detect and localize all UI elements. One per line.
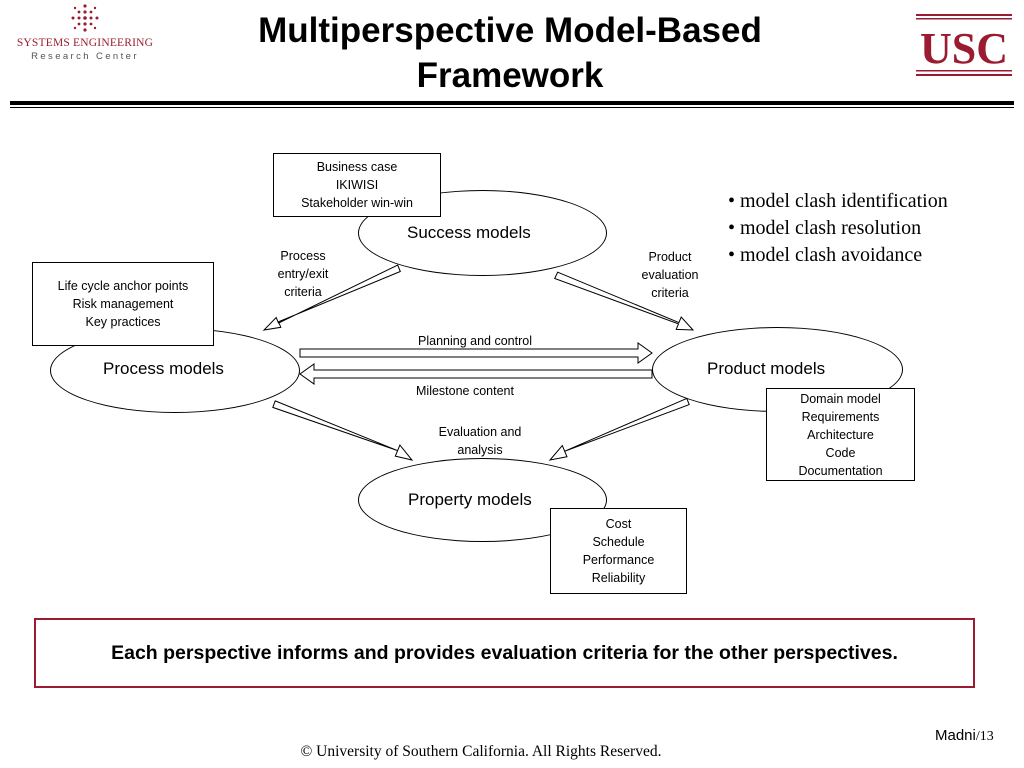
- product-models-label: Product models: [707, 359, 826, 378]
- sere-logo: SYSTEMS ENGINEERING Research Center: [4, 2, 166, 64]
- slide-title: Multiperspective Model-Based Framework: [180, 8, 840, 98]
- product-criteria-line: evaluation: [641, 268, 699, 282]
- product-criteria-line: Product: [648, 250, 692, 264]
- model-clash-item: • model clash resolution: [728, 217, 922, 239]
- success-attribute: IKIWISI: [335, 178, 379, 192]
- process-attribute: Risk management: [72, 297, 174, 311]
- evaluation-analysis-label: Evaluation and analysis: [420, 423, 540, 459]
- process-criteria-line: entry/exit: [277, 267, 329, 281]
- planning-and-control-label: Planning and control: [418, 334, 532, 348]
- product-attribute: Documentation: [798, 463, 883, 478]
- milestone-arrow: [299, 363, 653, 385]
- product-attribute: Domain model: [800, 391, 881, 406]
- property-attribute: Cost: [605, 517, 632, 531]
- model-clash-item: • model clash avoidance: [728, 244, 923, 266]
- property-attribute: Reliability: [591, 571, 646, 585]
- usc-logo: USC: [914, 12, 1014, 80]
- process-criteria-line: criteria: [284, 285, 322, 299]
- product-attributes-box: Domain model Requirements Architecture C…: [766, 388, 915, 481]
- usc-logo-stripes-icon: [916, 14, 1012, 76]
- success-to-product-arrow: [554, 271, 695, 331]
- success-to-process-arrow: [262, 264, 401, 331]
- product-to-property-arrow: [548, 397, 690, 461]
- product-attribute: Requirements: [801, 409, 880, 424]
- product-attribute: Architecture: [807, 427, 874, 442]
- property-models-label: Property models: [408, 490, 532, 509]
- planning-arrow: [299, 342, 653, 364]
- model-clash-list: • model clash identification • model cla…: [728, 188, 948, 269]
- process-attribute: Life cycle anchor points: [57, 279, 189, 293]
- success-attributes-box: Business case IKIWISI Stakeholder win-wi…: [273, 153, 441, 217]
- sere-logo-line2: Research Center: [31, 51, 139, 62]
- summary-callout-text: Each perspective informs and provides ev…: [111, 641, 898, 664]
- footer-copyright: © University of Southern California. All…: [300, 743, 662, 760]
- header-rule-thick: [10, 101, 1014, 105]
- product-attribute: Code: [825, 445, 856, 460]
- property-attribute: Performance: [582, 553, 655, 567]
- property-attribute: Schedule: [592, 535, 645, 549]
- sere-logo-line1: SYSTEMS ENGINEERING: [16, 37, 154, 49]
- process-criteria-label: Process entry/exit criteria: [270, 247, 336, 301]
- process-to-property-arrow: [272, 400, 414, 461]
- usc-logo-text: USC: [920, 24, 1008, 73]
- evaluation-analysis-line: Evaluation and: [438, 425, 522, 439]
- success-attribute: Stakeholder win-win: [301, 196, 413, 210]
- process-criteria-line: Process: [280, 249, 326, 263]
- milestone-content-label: Milestone content: [416, 384, 514, 398]
- product-criteria-line: criteria: [651, 286, 689, 300]
- property-attributes-box: Cost Schedule Performance Reliability: [550, 508, 687, 594]
- slide-title-line2: Framework: [416, 56, 604, 95]
- success-attribute: Business case: [316, 160, 398, 174]
- footer-author: Madni/13: [935, 727, 994, 745]
- sere-logo-mark-icon: [71, 4, 99, 32]
- header-rule-thin: [10, 107, 1014, 108]
- success-models-label: Success models: [407, 223, 531, 242]
- footer-author-name: Madni: [935, 727, 976, 744]
- evaluation-analysis-line: analysis: [457, 443, 503, 457]
- slide-title-line1: Multiperspective Model-Based: [258, 11, 762, 50]
- product-criteria-label: Product evaluation criteria: [632, 248, 708, 302]
- process-models-label: Process models: [103, 359, 224, 378]
- summary-callout: Each perspective informs and provides ev…: [34, 618, 975, 688]
- footer-page-number: /13: [975, 729, 994, 744]
- model-clash-item: • model clash identification: [728, 190, 948, 212]
- process-attributes-box: Life cycle anchor points Risk management…: [32, 262, 214, 346]
- process-attribute: Key practices: [85, 315, 161, 329]
